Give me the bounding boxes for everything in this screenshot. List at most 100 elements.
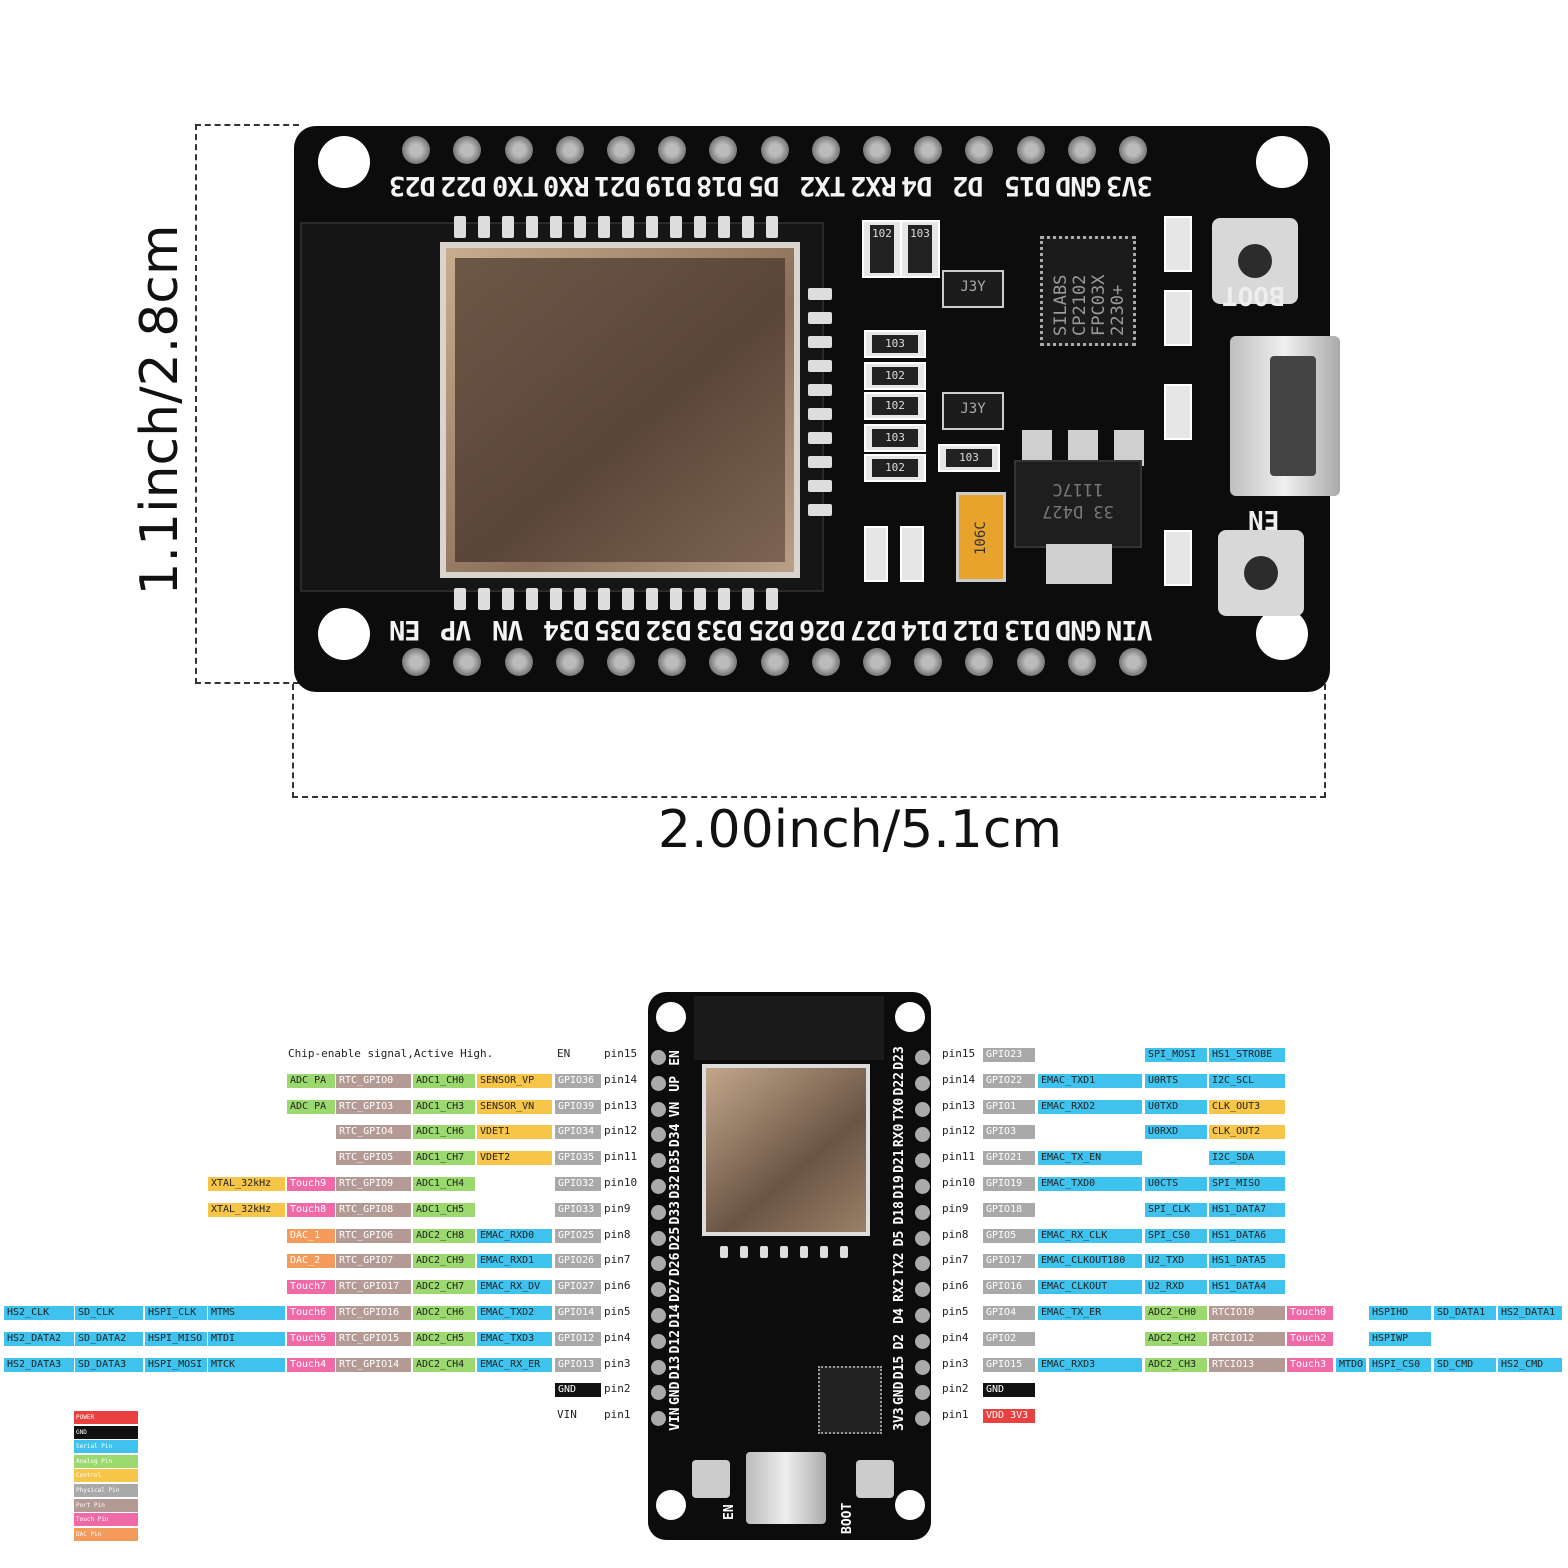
castellation-pad [526,216,538,238]
right-function-tag: ADC2_CH0 [1145,1306,1207,1320]
left-function-tag: ADC1_CH0 [413,1073,475,1088]
right-function-tag: Touch3 [1287,1357,1333,1372]
header-pin [863,136,891,164]
smd-capacitor [864,526,888,582]
pinout-boot-button[interactable] [856,1460,894,1498]
header-pin [1119,136,1147,164]
pinout-header-pin [651,1127,666,1143]
header-pin [760,136,789,164]
left-function-tag: SD_CLK [75,1306,143,1320]
left-pin-number: pin15 [604,1047,638,1060]
left-gpio-tag: GPIO36 [555,1073,601,1088]
left-function-tag: HS2_DATA3 [4,1357,74,1372]
mounting-hole [656,1002,686,1032]
left-pin-number: pin6 [604,1279,631,1293]
castellation-pad [808,336,832,348]
pinout-header-pin [651,1179,666,1194]
right-function-tag: HSPI_CS0 [1369,1357,1431,1372]
pinout-header-pin [915,1359,930,1375]
mounting-hole [1256,136,1308,188]
pinout-header-pin [651,1230,666,1246]
right-pin-number: pin11 [942,1150,976,1164]
boot-button[interactable] [1212,218,1298,304]
top-pin-label: D4 [902,170,933,201]
smd-resistor: 102 [864,362,926,390]
pinout-header-pin [651,1282,666,1298]
smd-resistor-marking: 102 [872,367,918,385]
smd-resistor: 103 [864,424,926,452]
right-function-tag: SPI_MISO [1209,1177,1285,1191]
right-pin-number: pin6 [942,1279,969,1293]
left-function-tag: ADC2_CH5 [413,1331,475,1346]
bottom-pin-label: D14 [902,614,948,645]
smd-resistor-marking: 103 [872,429,918,447]
right-pin-number: pin7 [942,1253,969,1267]
smd-resistor-marking: 102 [872,459,918,477]
height-dimension-line [195,124,299,684]
left-function-tag: HS2_CLK [4,1306,74,1320]
left-pin-number: pin12 [604,1124,638,1138]
legend-item: Control [74,1469,138,1483]
left-gpio-tag: GPIO26 [555,1254,601,1269]
left-function-tag: SENSOR_VP [477,1073,552,1088]
legend-item: DAC Pin [74,1527,138,1541]
header-pin [504,136,533,164]
pinout-header-pin [915,1282,930,1298]
left-pin-name: EN [557,1047,571,1060]
bottom-pin-label: D26 [799,614,846,645]
pinout-header-pin [915,1411,930,1427]
header-pin [709,648,738,676]
castellation-pad [670,588,682,610]
right-function-tag: U2_RXD [1145,1280,1207,1295]
pinout-right-pin-label: D22 [892,1072,907,1096]
castellation-pad [694,216,706,238]
right-function-tag: ADC2_CH3 [1145,1357,1207,1372]
micro-usb-opening [1270,356,1316,476]
left-function-tag: EMAC_RX_DV [477,1280,552,1295]
left-pin-number: pin11 [604,1150,638,1164]
left-function-tag: DAC_2 [287,1254,335,1269]
pinout-header-pin [915,1256,930,1272]
pinout-usb-port[interactable] [746,1452,826,1524]
pinout-header-pin [651,1204,666,1220]
pinout-castellation [740,1246,748,1258]
left-pin-number: pin9 [604,1201,631,1215]
pinout-left-pin-label: D34 [668,1123,683,1148]
pinout-header-pin [915,1308,930,1323]
right-function-tag: I2C_SCL [1209,1073,1285,1088]
castellation-pad [766,588,778,610]
pinout-right-pin-label: D2 [892,1333,907,1350]
en-button[interactable] [1218,530,1304,616]
right-gpio-tag: GPIO4 [983,1306,1035,1320]
pinout-left-pin-label: D35 [668,1149,683,1173]
pinout-header-pin [651,1308,666,1323]
castellation-pad [808,384,832,396]
left-function-tag: RTC_GPIO4 [336,1125,411,1140]
pinout-header-pin [915,1333,930,1349]
pinout-left-pin-label: GND [668,1381,683,1406]
header-pin [555,136,584,164]
right-function-tag: RTCIO10 [1209,1306,1285,1320]
legend-item: POWER [74,1411,138,1424]
left-function-tag: HS2_DATA2 [4,1331,74,1346]
left-function-tag: Touch7 [287,1280,335,1295]
pinout-left-pin-label: D27 [668,1278,683,1302]
castellation-pad [694,588,706,610]
height-dimension-label: 1.1inch/2.8cm [130,224,190,596]
right-function-tag: U2_TXD [1145,1254,1207,1269]
header-pin [453,648,482,676]
castellation-pad [550,216,562,238]
left-function-tag: ADC1_CH5 [413,1202,475,1217]
left-gpio-tag: GPIO34 [555,1125,601,1140]
pinout-right-pin-label: TX0 [892,1097,907,1122]
right-pin-number: pin14 [942,1072,976,1086]
pinout-header-pin [915,1127,930,1143]
right-pin-number: pin9 [942,1201,969,1215]
smd-capacitor [900,526,924,582]
pinout-header-pin [915,1101,930,1117]
pinout-right-pin-label: D15 [892,1355,907,1380]
pinout-en-button[interactable] [692,1460,730,1498]
top-pin-label: D15 [1004,170,1051,201]
smd-capacitor [1164,290,1192,346]
